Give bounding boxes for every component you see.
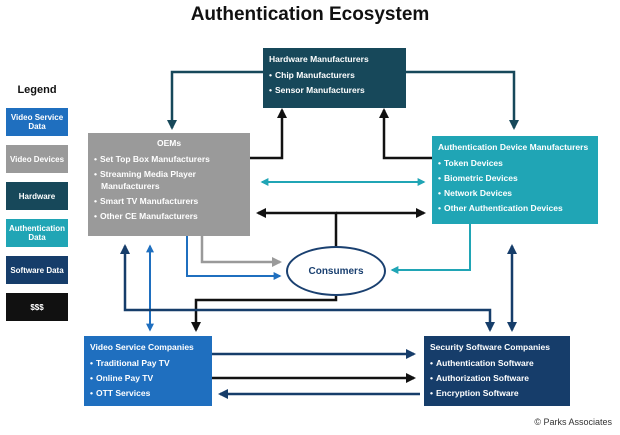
list-item: Authentication Software	[430, 357, 564, 369]
list-item: Authorization Software	[430, 372, 564, 384]
arrow-oems-to-hardware-money	[250, 108, 287, 160]
list-item: Token Devices	[438, 157, 592, 169]
node-security-software-companies: Security Software Companies Authenticati…	[424, 336, 570, 406]
diagram-title: Authentication Ecosystem	[190, 4, 430, 25]
node-title: Hardware Manufacturers	[269, 54, 369, 64]
node-oems: OEMs Set Top Box Manufacturers Streaming…	[88, 133, 250, 236]
list-item: Biometric Devices	[438, 172, 592, 184]
list-item: Online Pay TV	[90, 372, 206, 384]
node-consumers: Consumers	[286, 246, 386, 296]
arrow-auth-devices-to-hardware-money	[379, 108, 432, 160]
list-item: OTT Services	[90, 387, 206, 399]
node-title: Security Software Companies	[430, 342, 550, 352]
list-item: Chip Manufacturers	[269, 69, 400, 81]
legend-item-authentication-data: Authentication Data	[6, 219, 68, 247]
arrow-hardware-to-auth-devices	[406, 70, 519, 130]
list-item: Traditional Pay TV	[90, 357, 206, 369]
node-title: Consumers	[308, 265, 364, 277]
node-video-service-companies: Video Service Companies Traditional Pay …	[84, 336, 212, 406]
arrow-oems-to-consumers-gray	[200, 236, 282, 267]
legend-item-video-devices: Video Devices	[6, 145, 68, 173]
node-title: OEMs	[156, 138, 182, 148]
list-item: Sensor Manufacturers	[269, 84, 400, 96]
list-item: Other CE Manufacturers	[94, 210, 244, 222]
copyright-notice: © Parks Associates	[534, 417, 612, 427]
node-hardware-manufacturers: Hardware Manufacturers Chip Manufacturer…	[263, 48, 406, 108]
list-item: Encryption Software	[430, 387, 564, 399]
list-item: Streaming Media Player Manufacturers	[94, 168, 244, 192]
legend-title: Legend	[17, 84, 57, 96]
node-title: Authentication Device Manufacturers	[438, 142, 589, 152]
list-item: Network Devices	[438, 187, 592, 199]
node-title: Video Service Companies	[90, 342, 194, 352]
arrow-consumers-to-oems-money	[256, 208, 338, 246]
arrow-hardware-to-oems	[167, 70, 263, 130]
node-authentication-device-manufacturers: Authentication Device Manufacturers Toke…	[432, 136, 598, 224]
list-item: Other Authentication Devices	[438, 202, 592, 214]
list-item: Set Top Box Manufacturers	[94, 153, 244, 165]
legend-item-hardware: Hardware	[6, 182, 68, 210]
legend-item-money: $$$	[6, 293, 68, 321]
legend-item-software-data: Software Data	[6, 256, 68, 284]
arrow-consumers-to-video-service-money	[191, 296, 338, 332]
list-item: Smart TV Manufacturers	[94, 195, 244, 207]
arrow-oems-to-security-software	[120, 244, 495, 332]
legend-item-video-service-data: Video Service Data	[6, 108, 68, 136]
arrow-auth-devices-to-consumers	[390, 224, 471, 274]
